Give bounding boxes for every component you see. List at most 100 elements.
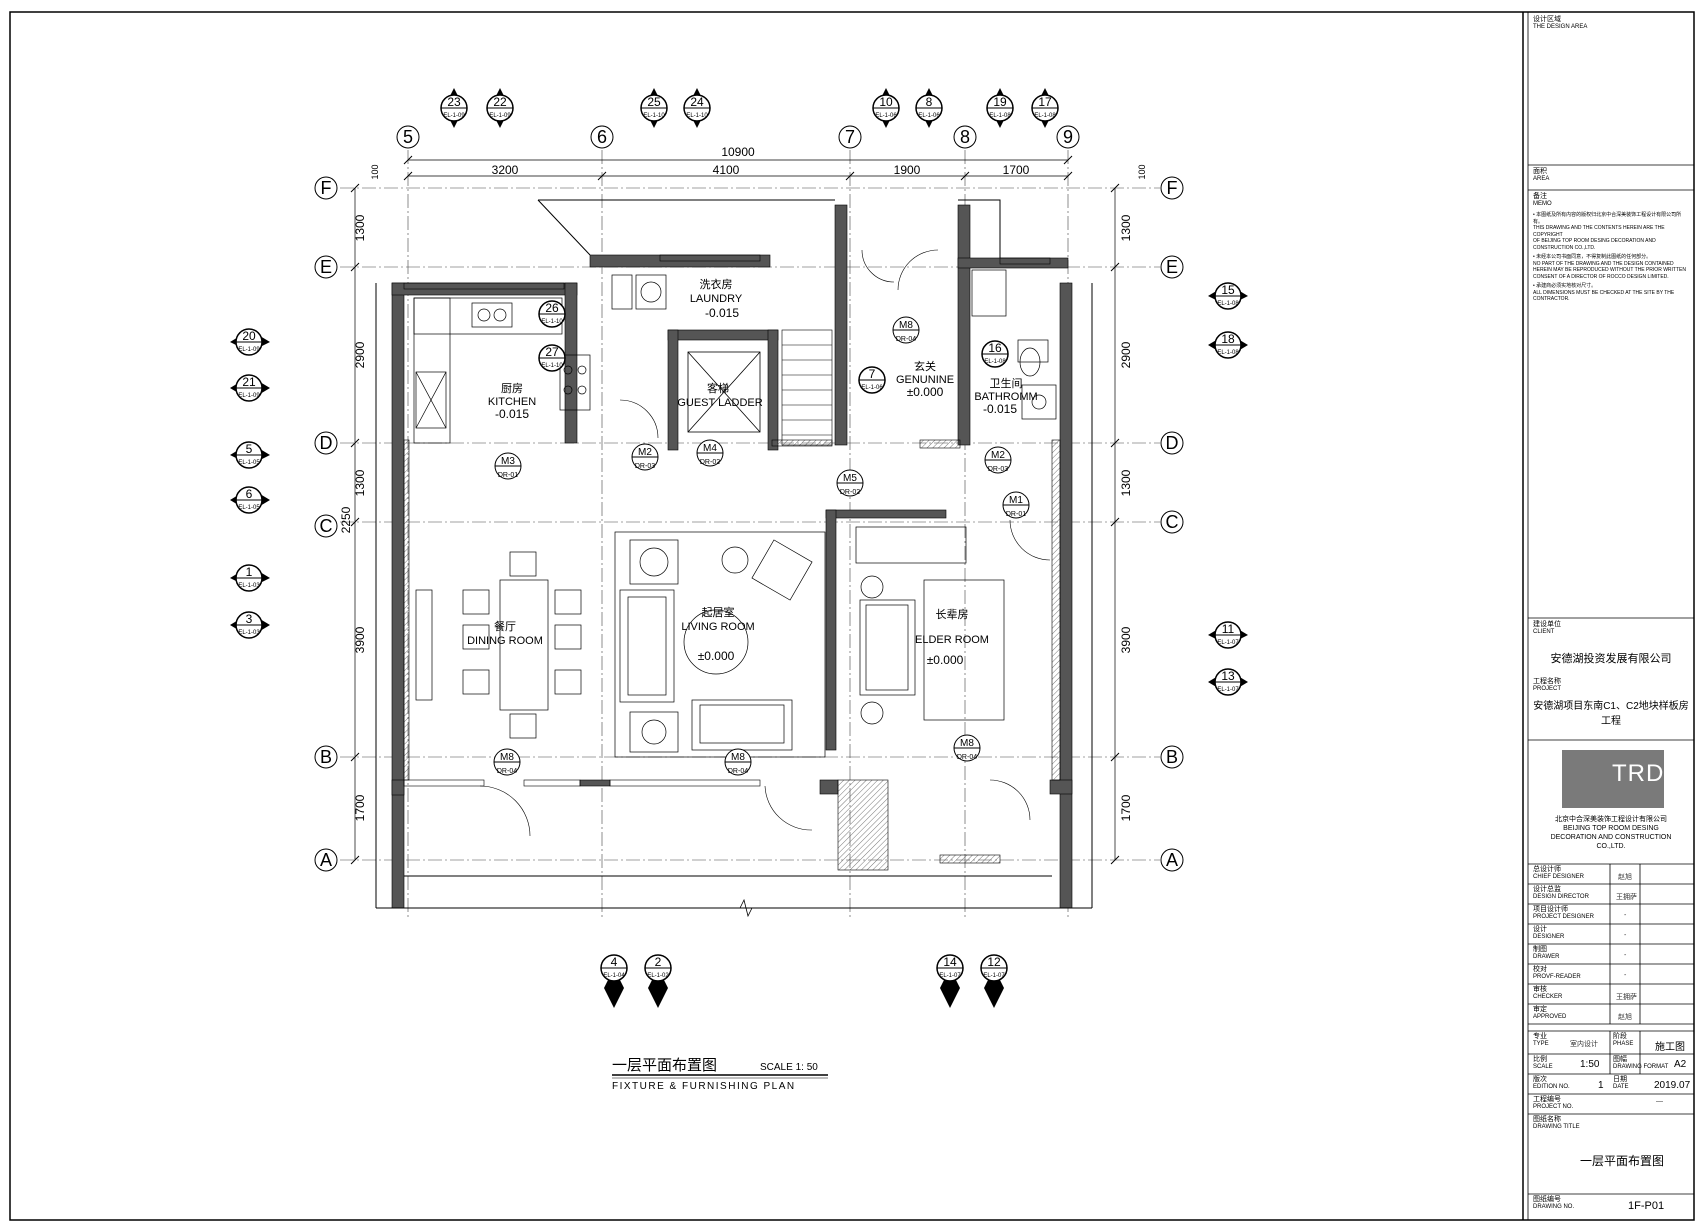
- svg-text:KITCHEN: KITCHEN: [488, 396, 536, 408]
- sig-value: 赵旭: [1618, 874, 1632, 881]
- elevation-marker: 6EL-1-05: [230, 486, 270, 514]
- svg-text:7: 7: [869, 367, 876, 381]
- svg-text:-0.015: -0.015: [495, 407, 529, 421]
- svg-text:DR-02: DR-02: [840, 489, 860, 496]
- elevation-marker: 7EL-1-06: [858, 366, 886, 394]
- drawing-title-en: FIXTURE & FURNISHING PLAN: [612, 1081, 796, 1092]
- dim-side: 2900: [1119, 341, 1133, 368]
- svg-text:DR-04: DR-04: [728, 768, 748, 775]
- svg-text:EL-1-09: EL-1-09: [489, 113, 511, 119]
- axis-col-bubble: 9: [1056, 125, 1080, 149]
- svg-text:13: 13: [1221, 669, 1235, 683]
- svg-text:玄关: 玄关: [914, 359, 936, 373]
- drawing-title-cn: 一层平面布置图: [612, 1057, 717, 1074]
- axis-row-bubble: C: [314, 514, 338, 538]
- svg-text:18: 18: [1221, 332, 1235, 346]
- drawing-no-value: 1F-P01: [1628, 1200, 1665, 1212]
- svg-text:DR-04: DR-04: [497, 768, 517, 775]
- svg-text:M2: M2: [638, 447, 652, 458]
- svg-text:M1: M1: [1009, 495, 1023, 506]
- svg-text:16: 16: [988, 341, 1002, 355]
- svg-text:EL-1-10: EL-1-10: [541, 363, 563, 369]
- living-furniture: [614, 531, 826, 758]
- svg-text:8: 8: [926, 95, 933, 109]
- svg-text:17: 17: [1038, 95, 1052, 109]
- memo-line: CONTRACTOR.: [1533, 296, 1570, 302]
- walls: [391, 204, 1073, 909]
- memo-line: CONSENT OF A DIRECTOR OF ROCCO DESIGN LI…: [1533, 273, 1669, 280]
- sig-value: 赵旭: [1618, 1014, 1632, 1021]
- memo-line: • 承建商必须实地核对尺寸。: [1533, 283, 1597, 289]
- svg-text:长辈房: 长辈房: [936, 607, 969, 621]
- axis-col-bubble: 6: [590, 125, 614, 149]
- svg-text:F: F: [1167, 178, 1178, 198]
- svg-text:EL-1-10: EL-1-10: [686, 113, 708, 119]
- svg-text:23: 23: [447, 95, 461, 109]
- svg-text:EL-1-06: EL-1-06: [875, 113, 897, 119]
- svg-text:5: 5: [403, 127, 413, 147]
- company-logo-text: TRD: [1612, 760, 1665, 787]
- dim-side: 2250: [339, 506, 353, 533]
- svg-text:20: 20: [242, 329, 256, 343]
- axis-row-bubble: E: [314, 255, 338, 279]
- svg-text:12: 12: [987, 955, 1001, 969]
- svg-text:21: 21: [242, 375, 256, 389]
- svg-text:EL-1-07: EL-1-07: [1217, 687, 1239, 693]
- svg-text:DR-03: DR-03: [988, 466, 1008, 473]
- company-logo: [1562, 750, 1664, 808]
- svg-text:22: 22: [493, 95, 507, 109]
- dim-side: 3900: [1119, 626, 1133, 653]
- dim-seg: 1700: [1003, 163, 1030, 177]
- project-value: 安德湖项目东南C1、C2地块样板房工程: [1533, 701, 1689, 727]
- svg-text:A: A: [1166, 850, 1178, 870]
- svg-text:D: D: [320, 433, 333, 453]
- dim-side: 1300: [1119, 469, 1133, 496]
- format-value: A2: [1674, 1059, 1687, 1070]
- drawing-title-value: 一层平面布置图: [1580, 1154, 1665, 1168]
- company-name: 北京中合深美装饰工程设计有限公司 BEIJING TOP ROOM DESING…: [1550, 816, 1672, 850]
- svg-text:C: C: [320, 516, 333, 536]
- svg-text:B: B: [1166, 747, 1178, 767]
- svg-text:E: E: [320, 257, 332, 277]
- svg-text:EL-1-08: EL-1-08: [1034, 113, 1056, 119]
- svg-text:EL-1-07: EL-1-07: [1217, 640, 1239, 646]
- svg-text:EL-1-03: EL-1-03: [238, 630, 260, 636]
- elevation-marker: 1EL-1-03: [230, 564, 270, 592]
- svg-text:起居室: 起居室: [702, 605, 735, 619]
- axis-row-bubble: C: [1160, 510, 1184, 534]
- svg-text:7: 7: [845, 127, 855, 147]
- svg-text:EL-1-08: EL-1-08: [989, 113, 1011, 119]
- svg-text:B: B: [320, 747, 332, 767]
- type-value: 室内设计: [1570, 1041, 1598, 1048]
- dim-offset: 100: [1137, 164, 1147, 179]
- svg-text:6: 6: [597, 127, 607, 147]
- svg-text:洗衣房: 洗衣房: [700, 277, 733, 291]
- dining-furniture: [415, 551, 582, 739]
- svg-text:9: 9: [1063, 127, 1073, 147]
- svg-text:EL-1-10: EL-1-10: [541, 319, 563, 325]
- drawing-scale: SCALE 1: 50: [760, 1062, 818, 1073]
- grid-axis-bubbles: 5 6 7 8 9 F E D C B A F E D C B A: [314, 125, 1184, 872]
- date-value: 2019.07: [1654, 1080, 1691, 1091]
